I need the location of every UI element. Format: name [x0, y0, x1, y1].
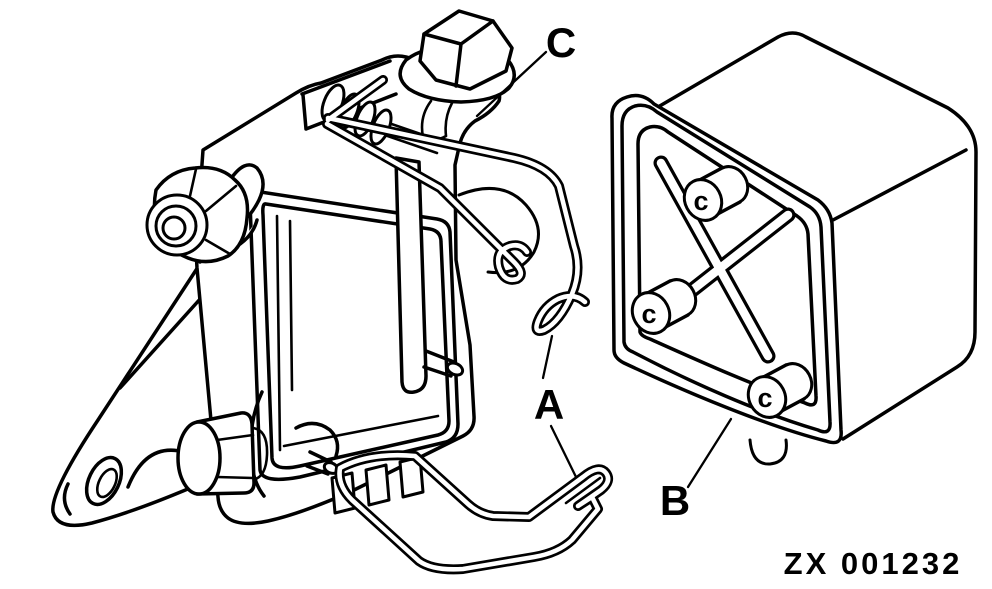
wire-a-core	[337, 452, 611, 572]
wire-a-fold-line	[564, 476, 602, 505]
bottom-bolt-face	[176, 420, 222, 496]
bracket-arm-tip-contour	[62, 482, 72, 516]
relay-frame-silhouette	[194, 54, 502, 526]
grommet-top-face	[682, 178, 724, 222]
side-bolt-ring-tip	[161, 215, 187, 241]
callout-label-b: B	[660, 477, 690, 524]
cover-box: c c c	[610, 31, 978, 466]
lower-boss-contour	[294, 421, 340, 458]
bottom-bolt-washer-arc	[250, 426, 269, 482]
top-hex-nut	[418, 9, 514, 91]
grommet-top-mark: c	[693, 186, 708, 216]
top-stud-nut	[398, 9, 516, 142]
cover-grommet-left: c	[630, 278, 698, 335]
bottom-hex-bolt	[176, 411, 269, 496]
retainer-wire-a	[334, 450, 614, 575]
bottom-tab-2	[364, 463, 391, 507]
cover-grommet-top: c	[682, 165, 750, 222]
leader-line-c	[475, 50, 548, 118]
leader-line-a-upper	[541, 334, 554, 380]
divider-peg-sides	[422, 349, 456, 378]
center-divider-bar	[394, 156, 428, 395]
grommet-left-mark: c	[641, 299, 656, 329]
divider-peg-cap	[445, 361, 465, 377]
cover-top-right-crease	[831, 148, 968, 222]
lower-peg-sides	[305, 450, 333, 476]
leader-line-b	[686, 417, 733, 489]
window-interior-lines	[275, 214, 440, 452]
side-bolt-facet-lines	[166, 167, 238, 256]
callout-leaders	[475, 50, 733, 489]
bottom-bolt-facets	[215, 433, 255, 480]
grommet-bottom-mark: c	[757, 383, 772, 413]
callout-label-a: A	[534, 381, 564, 428]
leader-line-a-lower	[549, 424, 578, 479]
grommet-bottom-face	[746, 375, 788, 419]
top-hex-nut-facets	[422, 19, 495, 88]
callout-label-c: C	[546, 19, 576, 66]
bracket-mounting-hole-inner	[95, 467, 119, 499]
grommet-left-face	[630, 291, 672, 335]
cover-flange-tab	[748, 438, 788, 466]
rib-diagonal-1-fill	[656, 158, 773, 361]
frame-window-outline	[261, 202, 451, 470]
cover-flange-lip	[620, 103, 832, 434]
cover-face-recess	[636, 124, 818, 407]
wire-c-core	[324, 77, 588, 334]
bracket-arm-inner-edge	[118, 286, 212, 390]
part-number: ZX 001232	[784, 546, 963, 581]
side-hex-bolt	[145, 163, 265, 264]
retainer-wire-c	[322, 75, 590, 336]
cover-grommet-bottom: c	[746, 362, 814, 419]
